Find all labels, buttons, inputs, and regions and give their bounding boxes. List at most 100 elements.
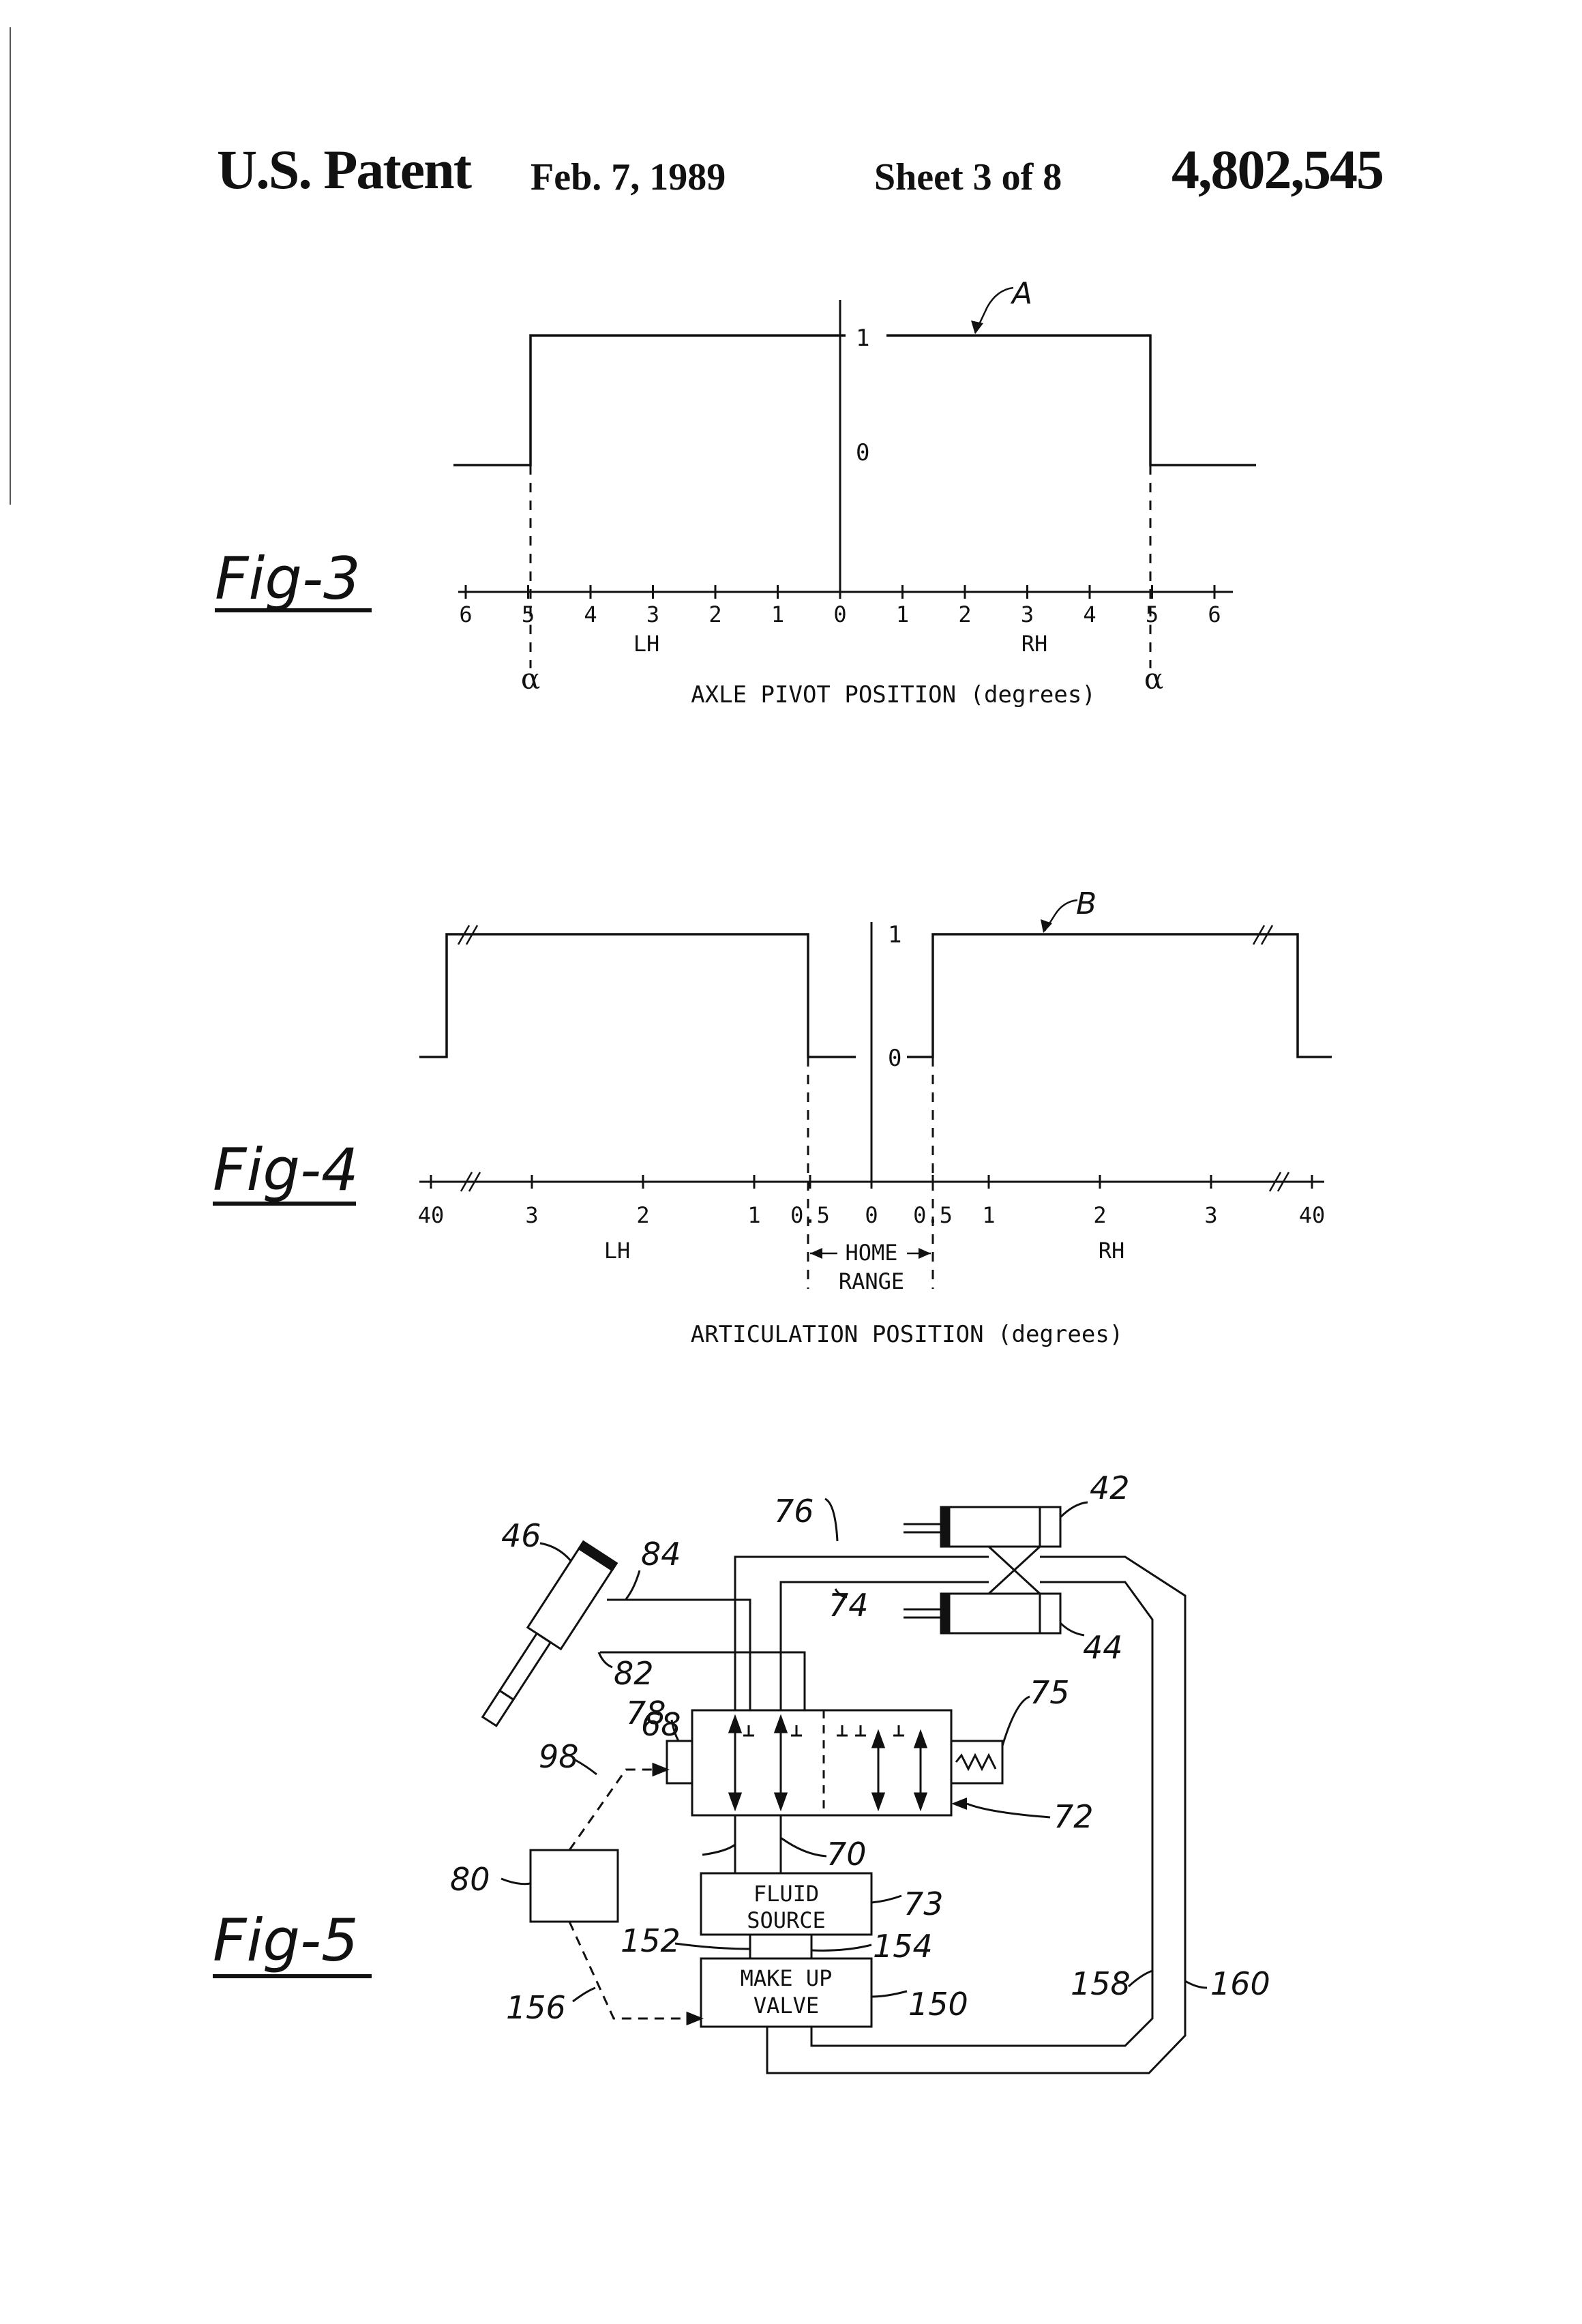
fig4-x-tick-label: 0 (865, 1202, 878, 1228)
valve-arrowhead (775, 1717, 786, 1732)
fig4-ytick-1: 1 (888, 921, 901, 949)
fig3-ytick-1: 1 (856, 325, 869, 352)
leader-156 (573, 1988, 595, 2001)
fig4-axis-title: ARTICULATION POSITION (degrees) (691, 1321, 1124, 1348)
fig3-x-tick-label: 1 (771, 601, 784, 627)
cylinder-44-piston (941, 1594, 949, 1633)
fig4-label: Fig-4 (213, 1136, 359, 1204)
valve-arrowhead (730, 1793, 741, 1808)
fig3-axis-title: AXLE PIVOT POSITION (degrees) (691, 681, 1096, 709)
fig4-x-tick-label: 2 (1093, 1202, 1106, 1228)
makeup-valve-line1: MAKE UP (741, 1965, 833, 1991)
leader-152 (675, 1943, 750, 1949)
ref-46: 46 (501, 1517, 541, 1554)
signal-98-arrow (653, 1764, 667, 1775)
cylinder-42-piston (941, 1507, 949, 1547)
fig3-x-tick-label: 5 (522, 601, 535, 627)
fig3-ytick-0: 0 (856, 439, 869, 466)
fig3-x-tick-label: 6 (1208, 601, 1221, 627)
ref-160: 160 (1210, 1965, 1270, 2002)
fig4-side-left: LH (604, 1238, 631, 1264)
fig4-x-tick-label: 0.5 (790, 1202, 830, 1228)
fig3-x-tick-label: 4 (1083, 601, 1096, 627)
fig4-side-right: RH (1099, 1238, 1125, 1264)
fig5-label: Fig-5 (213, 1907, 359, 1975)
valve-arrowhead (730, 1717, 741, 1732)
fig4-home-range-top: HOME (845, 1240, 897, 1266)
fig3-curve-label: A (1010, 276, 1032, 311)
fig4: Fig-4 403210.500.512340 1 0 B (213, 887, 1332, 1348)
ref-70: 70 (826, 1836, 867, 1873)
fig4-home-range-bottom: RANGE (839, 1268, 904, 1294)
leader-76 (825, 1499, 837, 1541)
makeup-valve-line2: VALVE (753, 1993, 819, 2018)
valve-arrowhead (915, 1732, 926, 1747)
fig3-side-right: RH (1021, 631, 1048, 657)
signal-156-arrow (687, 2013, 701, 2024)
spring-75 (951, 1741, 1002, 1783)
fig3-leader-arrow (971, 321, 983, 334)
valve-block (837, 1725, 848, 1735)
fig4-curve-B (419, 934, 1332, 1057)
valve-block (893, 1725, 904, 1735)
fig3-x-tick-label: 6 (459, 601, 472, 627)
fig3-x-tick-label: 3 (1021, 601, 1034, 627)
ref-158: 158 (1071, 1965, 1131, 2002)
leader-46 (540, 1543, 571, 1562)
valve-arrowhead (775, 1793, 786, 1808)
ref-42: 42 (1090, 1470, 1130, 1506)
fig4-x-tick-label: 40 (1299, 1202, 1326, 1228)
fig4-x-tick-label: 1 (747, 1202, 760, 1228)
fig4-x-tick-label: 3 (525, 1202, 538, 1228)
leader-75 (1002, 1697, 1030, 1746)
ref-156: 156 (506, 1989, 566, 2026)
leader-68 (702, 1845, 735, 1855)
leader-82 (599, 1652, 612, 1667)
ref-98: 98 (539, 1738, 579, 1775)
leader-44 (1060, 1623, 1084, 1635)
leader-160 (1185, 1981, 1207, 1988)
fig3-x-tick-label: 0 (833, 601, 846, 627)
fig4-x-tick-label: 3 (1204, 1202, 1217, 1228)
ref-78: 78 (626, 1695, 666, 1731)
signal-98 (569, 1770, 658, 1850)
leader-80 (501, 1879, 531, 1884)
controller-80 (531, 1850, 618, 1922)
fig3-alpha-right: α (1144, 662, 1163, 696)
leader-84 (626, 1570, 640, 1599)
valve-arrowhead (873, 1732, 884, 1747)
valve-block (743, 1725, 754, 1735)
valve-72-leader (967, 1804, 1050, 1817)
fig3-x-tick-label: 4 (584, 601, 597, 627)
fig4-home-arrowhead-right (919, 1248, 931, 1259)
fig3: Fig-3 6543210123456 1 0 A α α LH RH AXLE… (215, 276, 1256, 709)
fig3-x-tick-label: 5 (1146, 601, 1159, 627)
leader-73 (871, 1896, 901, 1903)
ref-82: 82 (614, 1655, 654, 1692)
fig3-alpha-left: α (521, 662, 540, 696)
ref-80: 80 (450, 1861, 490, 1898)
ref-150: 150 (908, 1986, 968, 2023)
ref-152: 152 (621, 1922, 681, 1959)
ref-44: 44 (1083, 1629, 1123, 1666)
cylinder-46 (473, 1542, 616, 1733)
valve-block (791, 1725, 802, 1735)
fig4-ytick-0: 0 (888, 1045, 901, 1072)
fig4-x-tick-label: 2 (636, 1202, 649, 1228)
fig4-leader-B (1045, 900, 1077, 931)
cylinder-44 (941, 1594, 1060, 1633)
spring-75-coil (956, 1755, 996, 1769)
fig3-side-left: LH (633, 631, 660, 657)
ref-75: 75 (1030, 1674, 1070, 1711)
valve-block (855, 1725, 866, 1735)
fig3-x-tick-label: 1 (896, 601, 909, 627)
leader-158 (1129, 1971, 1152, 1986)
fig4-x-tick-label: 40 (418, 1202, 445, 1228)
fig3-x-tick-label: 2 (708, 601, 721, 627)
leader-150 (871, 1991, 907, 1997)
valve-arrowhead (873, 1793, 884, 1808)
valve-72-arrow (951, 1798, 967, 1810)
fig3-curve-A (453, 336, 1256, 465)
fluid-source-line2: SOURCE (747, 1907, 826, 1933)
